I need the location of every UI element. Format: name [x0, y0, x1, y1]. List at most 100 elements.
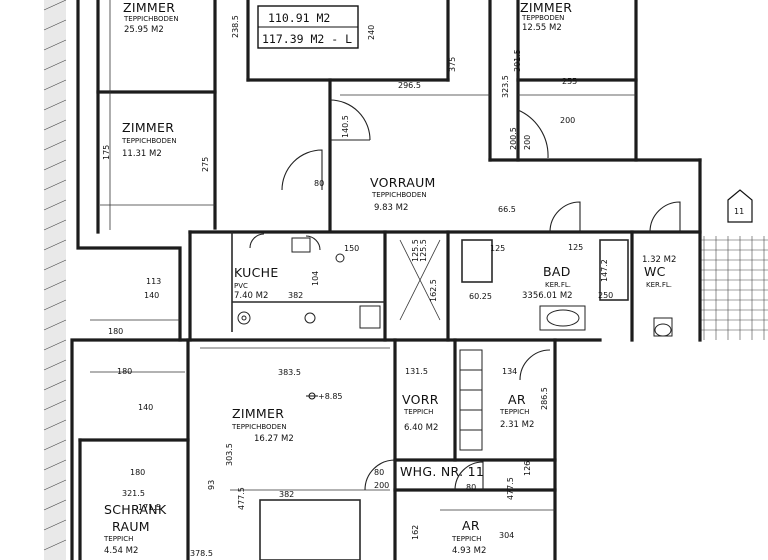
dim-label: 382 [288, 291, 303, 300]
room-area: 12.55 M2 [522, 23, 562, 33]
room-floor: TEPPICH [103, 535, 133, 543]
room-floor: TEPPICHBODEN [231, 423, 287, 431]
unit-label: WHG. NR. 11 [400, 464, 484, 479]
dim-label: 171.5 [138, 503, 161, 512]
area-net: 110.91 M2 [268, 11, 330, 25]
room-zimmer-left: ZIMMER TEPPICHBODEN 11.31 M2 [121, 120, 177, 159]
dim-label: 180 [117, 367, 132, 376]
dim-label: 303.5 [225, 443, 234, 466]
dim-label: 140 [144, 291, 159, 300]
room-floor: TEPPBODEN [521, 14, 564, 22]
dim-label: 238.5 [231, 15, 240, 38]
dim-label: 275 [201, 157, 210, 172]
room-area: 11.31 M2 [122, 149, 162, 159]
dim-label: 200 [523, 135, 532, 150]
unit-number: WHG. NR. 11 [400, 464, 484, 479]
room-area: 7.40 M2 [234, 291, 268, 301]
dim-label: 80 [374, 468, 384, 477]
elevation-marker: +8.85 [306, 392, 343, 401]
dim-label: 125 [490, 244, 505, 253]
dim-label: 126 [523, 461, 532, 476]
room-name: SCHRANK [104, 502, 167, 517]
room-wc: WC KER.FL. 1.32 M2 [642, 255, 676, 289]
room-area: 1.32 M2 [642, 255, 676, 265]
room-name: AR [462, 518, 480, 533]
room-ar-bottom: AR TEPPICH 4.93 M2 [451, 518, 486, 556]
dimension-labels: 238.5 240 375 296.5 255 200 275 175 80 2… [102, 15, 613, 558]
dim-label: 323.5 [501, 75, 510, 98]
dim-label: 200 [374, 481, 389, 490]
dim-label: 382 [279, 490, 294, 499]
dim-label: 200 [560, 116, 575, 125]
room-name: BAD [543, 264, 571, 279]
dim-label: 180 [130, 468, 145, 477]
dim-label: 150 [344, 244, 359, 253]
room-vorraum: VORRAUM TEPPICHBODEN 9.83 M2 [370, 175, 436, 213]
room-area: 25.95 M2 [124, 25, 164, 35]
room-area: 4.54 M2 [104, 546, 138, 556]
room-bad: BAD KER.FL. 3356.01 M2 [522, 264, 573, 301]
dim-label: 162.5 [429, 279, 438, 302]
room-floor: TEPPICHBODEN [121, 137, 177, 145]
dim-label: 131.5 [405, 367, 428, 376]
room-floor: KER.FL. [545, 281, 571, 289]
staircase-hatching [700, 236, 768, 340]
dim-label: 80 [314, 179, 324, 188]
dimension-lines [90, 94, 636, 511]
room-zimmer-top-left: ZIMMER TEPPICHBODEN 25.95 M2 [123, 0, 179, 35]
dim-label: 104 [311, 271, 320, 286]
dim-label: 175 [102, 145, 111, 160]
dim-label: 301.5 [513, 49, 522, 72]
dim-label: 125 [568, 243, 583, 252]
dim-label: 93 [207, 480, 216, 490]
dim-label: 477.5 [506, 477, 515, 500]
dim-label: 80 [466, 483, 476, 492]
room-vorr: VORR TEPPICH 6.40 M2 [402, 392, 438, 433]
dim-label: 125.5 [411, 239, 420, 262]
room-area: 2.31 M2 [500, 420, 534, 430]
room-name: AR [508, 392, 526, 407]
room-name: ZIMMER [520, 0, 572, 15]
dim-label: 250 [598, 291, 613, 300]
dim-label: 66.5 [498, 205, 516, 214]
dim-label: 147.2 [600, 259, 609, 282]
dim-label: 162 [411, 525, 420, 540]
dim-label: 134 [502, 367, 517, 376]
room-name: VORRAUM [370, 175, 436, 190]
room-area: 3356.01 M2 [522, 291, 573, 301]
dim-label: 255 [562, 77, 577, 86]
room-name-2: RAUM [112, 519, 150, 534]
room-area: 4.93 M2 [452, 546, 486, 556]
room-zimmer-center: ZIMMER TEPPICHBODEN 16.27 M2 [231, 406, 294, 444]
dim-label: 180 [108, 327, 123, 336]
room-area: 16.27 M2 [254, 434, 294, 444]
dim-label: 113 [146, 277, 161, 286]
dim-label: 304 [499, 531, 514, 540]
stair-number: 11 [734, 207, 744, 216]
dim-label: 383.5 [278, 368, 301, 377]
walls [70, 0, 702, 560]
room-floor: KER.FL. [646, 281, 672, 289]
dim-label: 286.5 [540, 387, 549, 410]
room-name: KUCHE [234, 265, 279, 280]
room-name: ZIMMER [232, 406, 284, 421]
area-gross: 117.39 M2 - L [262, 32, 352, 46]
elevation-value: +8.85 [318, 392, 343, 401]
room-name: ZIMMER [123, 0, 175, 15]
stair-badge: 11 [727, 189, 753, 223]
dim-label: 321.5 [122, 489, 145, 498]
room-name: WC [644, 264, 666, 279]
room-area: 6.40 M2 [404, 423, 438, 433]
exterior-wall-hatching [43, 0, 67, 560]
dim-label: 296.5 [398, 81, 421, 90]
room-floor: TEPPICHBODEN [123, 15, 179, 23]
dim-label: 200.5 [509, 127, 518, 150]
inner-lines [109, 0, 629, 560]
dim-label: 378.5 [190, 549, 213, 558]
room-ar-right: AR TEPPICH 2.31 M2 [499, 392, 534, 430]
dim-label: 140.5 [341, 115, 350, 138]
room-floor: PVC [234, 282, 248, 290]
dim-label: 60.25 [469, 292, 492, 301]
doors [249, 99, 681, 491]
room-floor: TEPPICH [451, 535, 481, 543]
